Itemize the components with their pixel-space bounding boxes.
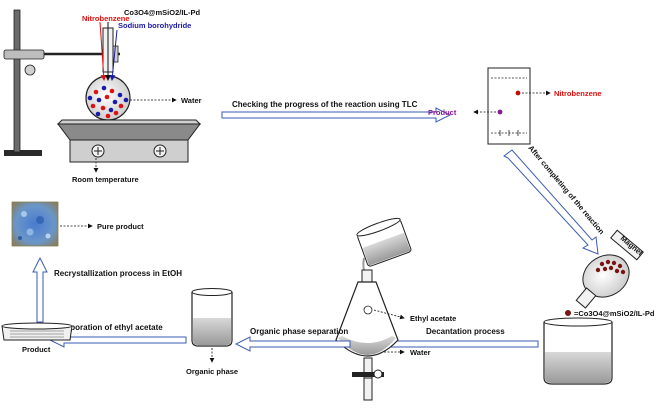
funnel-tip bbox=[363, 377, 373, 401]
nitrobenzene-arrow bbox=[99, 21, 107, 81]
arrow-recrystallization bbox=[32, 256, 48, 323]
hot-plate-top bbox=[57, 123, 201, 141]
organic-phase-liquid bbox=[193, 318, 231, 345]
label-pure-product: Pure product bbox=[97, 222, 144, 231]
label-evaporation: Evaporation of ethyl acetate bbox=[56, 323, 163, 332]
label-catalyst-legend: =Co3O4@mSiO2/IL-Pd bbox=[574, 309, 655, 318]
label-catalyst-top: Co3O4@mSiO2/IL-Pd bbox=[124, 8, 200, 17]
label-organic-phase: Organic phase bbox=[186, 367, 238, 376]
legend-catalyst-dot bbox=[565, 310, 571, 316]
ethyl-acetate-pointer bbox=[373, 309, 405, 320]
tlc-product-spot bbox=[497, 109, 503, 115]
pure-product-image bbox=[11, 201, 93, 247]
label-sodium-borohydride: Sodium borohydride bbox=[118, 21, 191, 30]
hot-plate-surface bbox=[56, 119, 202, 125]
clamp-knob bbox=[24, 64, 36, 76]
label-product-dish: Product bbox=[22, 345, 51, 354]
arrow-to-tlc bbox=[221, 107, 452, 123]
tlc-nitrobenzene-spot bbox=[515, 90, 521, 96]
label-decantation: Decantation process bbox=[426, 327, 505, 336]
stopcock bbox=[352, 372, 384, 377]
hot-plate-body bbox=[69, 139, 189, 163]
tilted-flask bbox=[582, 254, 630, 298]
flask-particles bbox=[87, 85, 129, 119]
label-nitrobenzene-top: Nitrobenzene bbox=[82, 14, 130, 23]
funnel-stopper bbox=[361, 269, 373, 283]
label-water-top: Water bbox=[181, 96, 202, 105]
label-recrystallization: Recrystallization process in EtOH bbox=[54, 269, 182, 278]
label-room-temperature: Room temperature bbox=[72, 175, 139, 184]
stand-base bbox=[4, 150, 42, 156]
stand-rod bbox=[13, 9, 21, 153]
separatory-funnel-setup bbox=[335, 217, 412, 401]
magnet-flask bbox=[565, 229, 644, 316]
tlc-plate bbox=[473, 67, 551, 145]
tilted-flask-neck bbox=[575, 287, 597, 309]
catalyst-particles bbox=[595, 259, 626, 275]
evaporating-dish bbox=[1, 322, 73, 341]
organic-phase-beaker bbox=[191, 288, 233, 363]
borohydride-arrow bbox=[109, 29, 118, 81]
label-tlc-step: Checking the progress of the reaction us… bbox=[232, 100, 418, 109]
reaction-setup bbox=[3, 9, 202, 173]
label-water-funnel: Water bbox=[410, 348, 431, 357]
beaker-liquid bbox=[545, 352, 611, 383]
magnet-bar bbox=[610, 229, 644, 261]
label-nitrobenzene-tlc: Nitrobenzene bbox=[554, 89, 602, 98]
arrow-organic-separation bbox=[234, 336, 351, 352]
label-ethyl-acetate: Ethyl acetate bbox=[410, 314, 456, 323]
pouring-beaker bbox=[356, 217, 412, 267]
clamp-holder bbox=[3, 49, 45, 60]
arrow-diagonal bbox=[503, 149, 599, 255]
funnel-water-layer bbox=[338, 336, 396, 355]
label-organic-phase-separation: Organic phase separation bbox=[250, 327, 348, 336]
label-product-tlc: Product bbox=[428, 108, 457, 117]
decantation-beaker bbox=[543, 317, 613, 385]
